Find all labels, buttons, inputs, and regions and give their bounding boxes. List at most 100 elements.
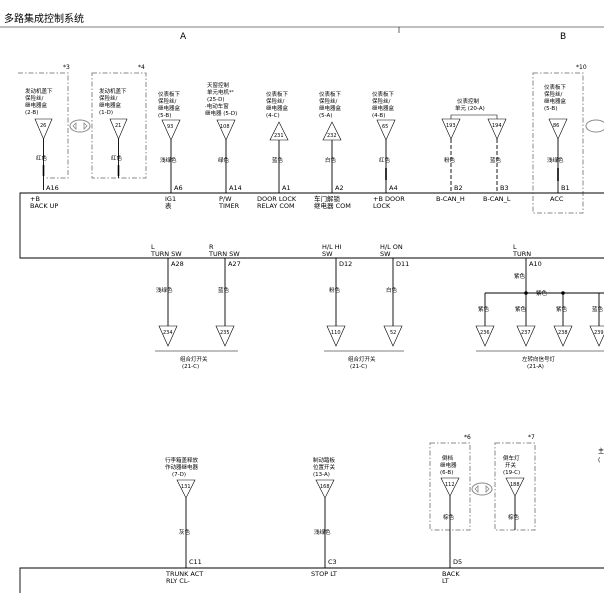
signal-d11-0: H/L ON	[380, 243, 403, 251]
signal-a6-1: 表	[165, 201, 172, 210]
fuse-frame-9	[532, 72, 584, 214]
fuse-9-wire-color: 浅绿色	[547, 156, 564, 164]
node-52-triangle	[383, 325, 403, 347]
fuse-7-wire-color: 红色	[379, 156, 391, 164]
fuse-4-node: 108	[220, 124, 230, 130]
wire-a28-color: 浅绿色	[156, 286, 173, 294]
node-234-triangle	[158, 325, 178, 347]
brake-switch-label-1: 位置开关	[313, 463, 336, 471]
wire-a27-color: 蓝色	[218, 286, 230, 294]
reverse-relay-star: *6	[464, 434, 471, 441]
fuse-6-node: 232	[327, 133, 337, 139]
node-238-triangle	[553, 325, 573, 347]
fuse-1-star: *3	[63, 64, 70, 71]
control-unit-bottom-outline	[19, 567, 604, 593]
fuse-4-wire-color: 绿色	[218, 156, 230, 164]
fuse-5-label-0: 仪表板下	[266, 90, 289, 98]
branch-color-0: 紫色	[478, 305, 490, 313]
signal-a6-0: IG1	[165, 195, 176, 203]
fuse-8-wire-color-0: 粉色	[444, 156, 456, 164]
fuse-6-label-1: 保险丝/	[319, 97, 338, 105]
pin-a28: A28	[171, 260, 184, 268]
wire-188-color: 棕色	[508, 513, 520, 521]
reverse-relay-label-0: 倒档	[442, 454, 454, 462]
signal-b1: ACC	[550, 195, 564, 203]
left-turn-lamp-label-1: (21-A)	[527, 364, 544, 370]
pin-d12: D12	[339, 260, 352, 268]
wire-d11-color: 白色	[386, 286, 398, 294]
fuse-1-wire-color: 红色	[36, 154, 48, 162]
branch-color-3: 蓝色	[592, 305, 604, 313]
signal-d12-0: H/L HI	[322, 243, 342, 251]
reverse-relay-label-1: 继电器	[440, 461, 457, 469]
node-168-triangle	[315, 479, 335, 499]
trunk-relay-label-0: 行李箱盖释放	[165, 456, 199, 464]
signal-a2-1: 继电器 COM	[314, 201, 351, 210]
fuse-4-node-triangle	[216, 119, 236, 141]
fuse-5-label-2: 继电器盒	[266, 104, 289, 112]
reverse-relay-label-2: (6-B)	[440, 470, 453, 476]
signal-a10-1: TURN	[512, 250, 531, 258]
node-112-triangle	[440, 477, 460, 497]
fuse-9-node: 86	[553, 123, 559, 129]
fuse-1-node-triangle	[34, 118, 53, 140]
left-turn-lamp-label-0: 左转向信号灯	[522, 355, 556, 363]
node-188-triangle	[505, 477, 525, 497]
fuse-2-star: *4	[138, 64, 145, 71]
trunk-relay-label-1: 作动器继电器	[165, 463, 199, 471]
fuse-4-label-1: 单元电机*¹	[207, 88, 234, 96]
section-a-label: A	[180, 32, 187, 42]
right-edge-fragment-0: 主	[598, 447, 604, 455]
signal-a14-1: TIMER	[218, 202, 240, 210]
page-title: 多路集成控制系统	[4, 12, 84, 25]
signal-a4-0: +B DOOR	[373, 195, 405, 203]
fuse-5-wire-color: 蓝色	[272, 156, 284, 164]
reverse-switch-label-1: 开关	[505, 461, 517, 469]
fuse-frame-1	[18, 72, 69, 179]
fuse-5-label-3: (4-C)	[266, 113, 280, 119]
node-239-triangle	[589, 325, 604, 347]
right-edge-fragment-1: (	[598, 457, 600, 464]
fuse-4-label-3: ·电动车窗	[205, 102, 229, 110]
fuse-7-label-0: 仪表板下	[372, 90, 395, 98]
fuse-2-label-0: 发动机盖下	[99, 87, 127, 95]
reverse-switch-label-0: 倒车灯	[503, 454, 520, 462]
branch-color-1: 紫色	[515, 305, 527, 313]
pin-b2: B2	[454, 184, 463, 192]
fuse-2-label-1: 保险丝/	[99, 94, 118, 102]
signal-a28-0: L	[151, 243, 155, 251]
section-b-label: B	[560, 32, 566, 42]
fuse-7-label-1: 保险丝/	[372, 97, 391, 105]
fuse-3-node: 93	[167, 124, 173, 130]
node-239: 239	[594, 330, 604, 336]
node-52: 52	[390, 330, 396, 336]
fuse-4-label-4: 继电器 (5-D)	[205, 109, 237, 117]
connector-link-icon	[69, 119, 91, 133]
signal-a27-0: R	[209, 243, 214, 251]
node-188: 188	[510, 482, 520, 488]
signal-c11-1: RLY CL-	[166, 577, 190, 585]
fuse-8-node-0: 193	[446, 123, 456, 129]
brake-switch-label-2: (13-A)	[313, 472, 330, 478]
fuse-7-node-triangle	[376, 119, 396, 141]
fuse-1-label-0: 发动机盖下	[25, 87, 53, 95]
node-234: 234	[163, 330, 173, 336]
fuse-8-label-1: 单元 (20-A)	[455, 104, 485, 112]
fuse-9-label-0: 仪表板下	[544, 83, 567, 91]
node-112: 112	[445, 482, 455, 488]
pin-b3: B3	[500, 184, 509, 192]
fuse-5-label-1: 保险丝/	[266, 97, 285, 105]
wire-c11-color: 灰色	[179, 528, 191, 536]
pin-b1: B1	[561, 184, 570, 192]
node-235: 235	[220, 330, 230, 336]
node-238: 238	[558, 330, 568, 336]
fuse-2-label-2: 继电器盒	[99, 101, 122, 109]
fuse-4-label-2: (25-D)	[207, 97, 225, 103]
fuse-2-node: 21	[115, 123, 121, 129]
fuse-6-label-3: (5-A)	[319, 113, 332, 119]
fuse-9-label-3: (5-B)	[544, 106, 557, 112]
signal-c11-0: TRUNK ACT	[165, 570, 203, 578]
branch-right-color: 紫色	[536, 289, 548, 297]
signal-a16-1: BACK UP	[30, 202, 58, 210]
pin-c3: C3	[328, 558, 337, 566]
